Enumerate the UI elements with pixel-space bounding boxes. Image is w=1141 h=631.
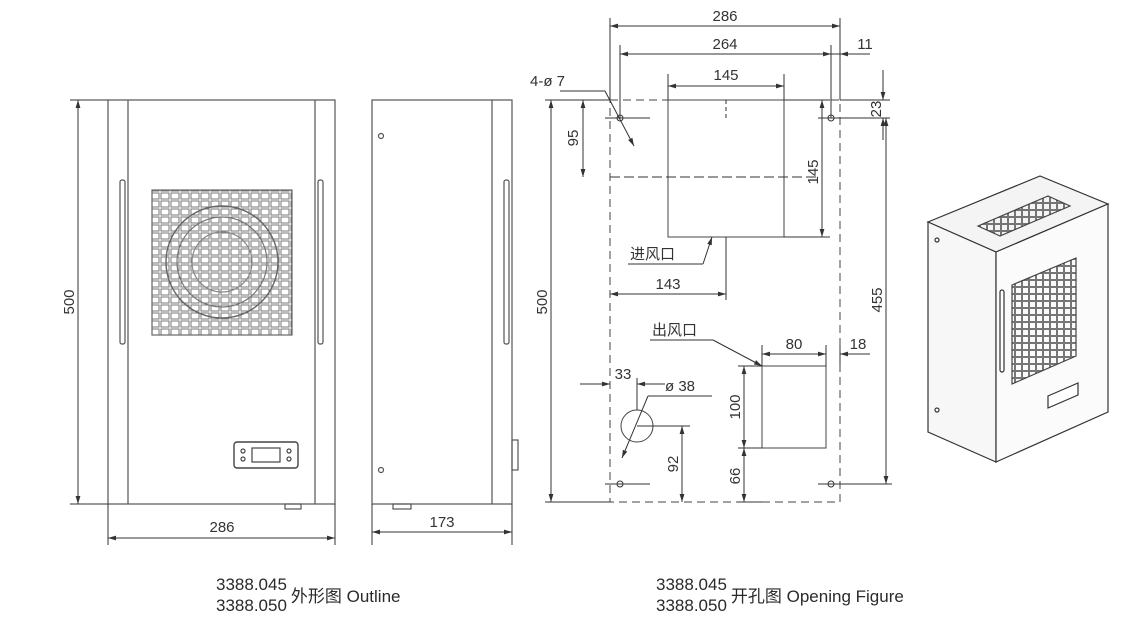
- iso-controller: [1047, 382, 1079, 409]
- outlet-width-dim: [761, 345, 870, 366]
- opening-height-dim: [545, 99, 610, 503]
- circle-left-label: 33: [615, 366, 632, 383]
- front-height-label: 500: [61, 289, 78, 314]
- inlet-text: 进风口: [630, 245, 675, 263]
- inlet-left-label: 143: [655, 276, 680, 293]
- inlet-width-label: 145: [713, 67, 738, 84]
- inlet-height-dim: [784, 99, 830, 238]
- outline-code-2: 3388.050: [216, 596, 287, 615]
- opening-title: 开孔图 Opening Figure: [730, 587, 904, 606]
- circle-left-dim: [580, 378, 665, 410]
- inlet-opening: [667, 99, 785, 238]
- controller-panel: [233, 441, 299, 469]
- hole-vert-dim: [840, 118, 892, 485]
- circle-bottom-label: 92: [665, 456, 682, 473]
- opening-code-2: 3388.050: [656, 596, 727, 615]
- side-depth-label: 173: [429, 514, 454, 531]
- outline-codes: 3388.045 3388.050: [216, 574, 287, 616]
- opening-top-dims: [609, 18, 890, 140]
- opening-caption: 3388.045 3388.050 开孔图 Opening Figure: [656, 574, 904, 616]
- outlet-text: 出风口: [652, 321, 697, 339]
- front-right-handle: [317, 179, 324, 345]
- inlet-top-label: 95: [565, 130, 582, 147]
- iso-top-grille: [976, 195, 1072, 237]
- outlet-right-label: 18: [850, 336, 867, 353]
- cabinet-footprint: [609, 99, 841, 503]
- fan-icon: [165, 205, 279, 319]
- circle-dia-label: ø 38: [665, 378, 695, 395]
- opening-width-label: 286: [712, 8, 737, 25]
- front-view: [107, 99, 336, 510]
- circle-bottom-dim: [637, 425, 690, 502]
- hole-spec-label: 4-ø 7: [530, 73, 565, 90]
- iso-side-grille: [1011, 257, 1077, 385]
- inlet-height-label: 145: [805, 159, 822, 184]
- front-height-dim: [70, 99, 108, 505]
- side-body: [371, 99, 513, 505]
- opening-code-1: 3388.045: [656, 575, 727, 594]
- iso-handle: [999, 289, 1005, 373]
- outline-code-1: 3388.045: [216, 575, 287, 594]
- outlet-width-label: 80: [786, 336, 803, 353]
- front-grille: [151, 189, 293, 336]
- hole-vert-label: 455: [869, 287, 886, 312]
- hole-spacing-label: 264: [712, 36, 737, 53]
- right-offset-label: 11: [857, 36, 873, 53]
- inlet-leader: [628, 236, 713, 265]
- side-depth-dim: [371, 504, 513, 545]
- isometric-view: [926, 175, 1110, 463]
- front-left-handle: [119, 179, 126, 345]
- outlet-opening: [761, 365, 827, 449]
- front-width-label: 286: [209, 519, 234, 536]
- iso-front: [927, 221, 997, 463]
- controller-display: [251, 447, 281, 463]
- top-offset-label: 23: [868, 101, 885, 118]
- opening-codes: 3388.045 3388.050: [656, 574, 727, 616]
- side-view: [371, 99, 519, 510]
- outlet-leader: [650, 339, 763, 367]
- side-handle: [503, 179, 510, 345]
- inlet-left-dim: [610, 237, 727, 300]
- front-width-dim: [107, 504, 336, 545]
- outlet-bottom-dim: [738, 448, 762, 503]
- outline-title: 外形图 Outline: [290, 587, 401, 606]
- outlet-bottom-label: 66: [727, 468, 744, 485]
- circle-dia-leader: [621, 395, 712, 459]
- outlet-height-label: 100: [727, 394, 744, 419]
- outline-caption: 3388.045 3388.050 外形图 Outline: [216, 574, 401, 616]
- opening-height-label: 500: [534, 289, 551, 314]
